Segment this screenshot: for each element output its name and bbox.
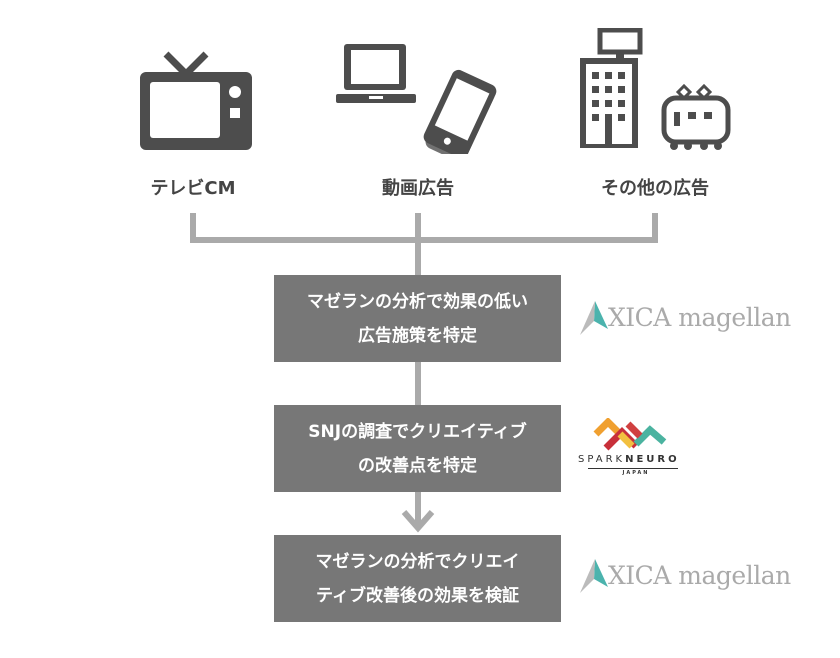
japan-text: JAPAN [622,470,650,476]
logo-divider [588,468,678,469]
neuro-text: NEURO [625,454,680,465]
xica-magellan-logo: XICA magellan [578,299,808,339]
laptop-smartphone-icon [336,44,497,154]
step-3-line-1: マゼランの分析でクリエイ [315,551,520,572]
xica-logo-text: XICA magellan [608,561,791,590]
connector [415,213,421,275]
tv-icon [140,51,252,150]
spark-neuro-mark-icon [593,418,667,451]
xica-sail-icon [580,301,608,335]
source-label-other: その他の広告 [601,178,709,199]
spark-text: SPARK [578,454,626,465]
arrow-down-icon [401,510,435,533]
xica-magellan-logo: XICA magellan [578,557,808,597]
spark-neuro-logo: SPARKNEURO JAPAN [578,418,698,480]
step-2-box: SNJの調査でクリエイティブ の改善点を特定 [274,405,561,492]
xica-sail-icon [580,559,608,593]
source-label-tv: テレビCM [150,178,236,199]
building-train-icon [580,28,731,150]
connector [415,362,421,405]
step-2-line-2: の改善点を特定 [358,455,477,476]
connector [190,237,658,243]
connector [190,213,196,243]
step-3-line-2: ティブ改善後の効果を検証 [316,585,519,606]
step-1-line-2: 広告施策を特定 [358,325,477,346]
step-3-box: マゼランの分析でクリエイ ティブ改善後の効果を検証 [274,535,561,622]
connector [652,213,658,243]
connector [415,492,421,528]
step-1-box: マゼランの分析で効果の低い 広告施策を特定 [274,275,561,362]
step-2-line-1: SNJの調査でクリエイティブ [308,421,527,442]
xica-logo-text: XICA magellan [608,303,791,332]
step-1-line-1: マゼランの分析で効果の低い [307,291,528,312]
source-label-video: 動画広告 [382,178,454,199]
